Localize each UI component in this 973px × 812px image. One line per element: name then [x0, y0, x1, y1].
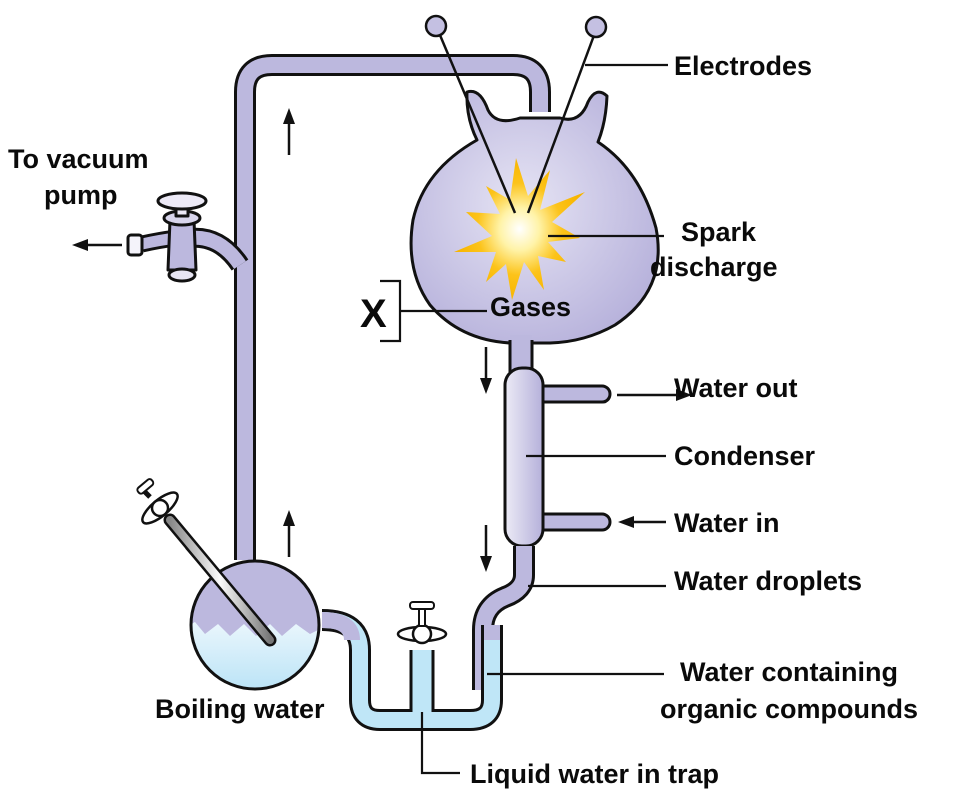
label-x: X	[360, 292, 387, 336]
water-out-arrow-icon	[617, 389, 692, 401]
label-trap: Liquid water in trap	[470, 759, 719, 789]
label-gases: Gases	[490, 292, 571, 322]
vacuum-valve-icon	[126, 191, 249, 283]
label-electrodes: Electrodes	[674, 51, 812, 81]
label-vacuum-line1: To vacuum	[8, 144, 149, 174]
vacuum-arrow-icon	[72, 239, 122, 251]
leader-trap	[420, 712, 460, 775]
label-water-out: Water out	[674, 373, 798, 403]
flow-arrow-up-top	[283, 108, 295, 155]
label-boiling-water: Boiling water	[155, 694, 325, 724]
label-vacuum-line2: pump	[44, 180, 118, 210]
flow-arrow-down-top	[480, 347, 492, 394]
electrode-right	[526, 15, 608, 214]
stopcock-icon	[396, 601, 448, 645]
x-bracket	[380, 279, 402, 343]
water-trap	[321, 609, 503, 731]
label-condenser: Condenser	[674, 441, 816, 471]
heater-rod-icon	[136, 478, 277, 647]
label-spark-line1: Spark	[681, 217, 757, 247]
label-organic-line1: Water containing	[680, 657, 898, 687]
water-in-arrow-icon	[618, 516, 666, 528]
condenser	[503, 366, 612, 548]
label-spark-line2: discharge	[650, 252, 778, 282]
electrode-ball-icon	[584, 15, 608, 39]
flow-arrow-up-bottom	[283, 510, 295, 557]
label-organic-line2: organic compounds	[660, 694, 918, 724]
label-water-droplets: Water droplets	[674, 566, 862, 596]
electrode-left	[424, 14, 517, 214]
return-tube	[234, 54, 551, 560]
label-water-in: Water in	[674, 508, 780, 538]
flow-arrow-down-bottom	[480, 525, 492, 572]
droplet-tube	[472, 546, 535, 690]
spark-icon	[454, 158, 585, 300]
electrode-ball-icon	[424, 14, 448, 38]
